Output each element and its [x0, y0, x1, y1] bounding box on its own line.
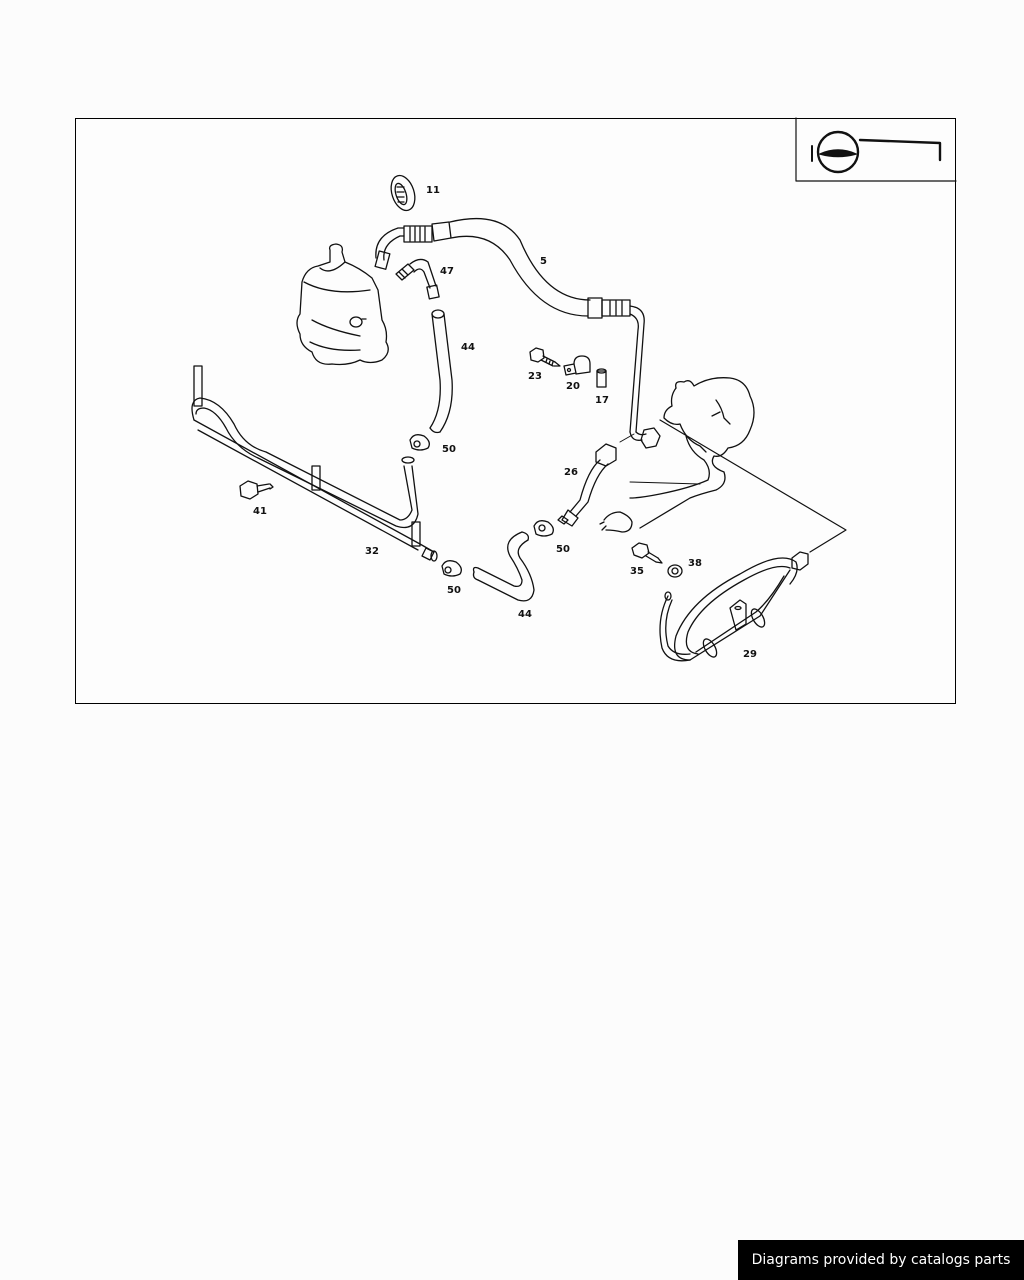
part-50-clamp-c [441, 560, 462, 577]
part-44-return-hose-upper [429, 309, 453, 434]
part-47-elbow-fitting [395, 258, 440, 300]
leader-line [659, 419, 847, 553]
part-38-washer [667, 564, 683, 578]
part-26-hose [557, 433, 635, 527]
callout-47: 47 [440, 266, 454, 277]
callout-labels: 11 5 47 44 23 20 17 50 26 41 32 50 35 38… [253, 185, 757, 660]
callout-17: 17 [595, 395, 609, 406]
part-11-bushing [390, 174, 416, 212]
part-41-screw [239, 480, 274, 500]
part-50-clamp-a [409, 434, 430, 451]
diagram-frame [75, 118, 956, 704]
part-20-clip [563, 355, 591, 376]
callout-20: 20 [566, 381, 580, 392]
callout-35: 35 [630, 566, 644, 577]
callout-32: 32 [365, 546, 379, 557]
callout-26: 26 [564, 467, 578, 478]
callout-23: 23 [528, 371, 542, 382]
callout-41: 41 [253, 506, 267, 517]
footer-credit-text: Diagrams provided by catalogs parts [751, 1252, 1011, 1268]
footer-credit-banner: Diagrams provided by catalogs parts [738, 1240, 1024, 1280]
callout-50-a: 50 [442, 444, 456, 455]
callout-11: 11 [426, 185, 440, 196]
callout-29: 29 [743, 649, 757, 660]
part-50-clamp-b [533, 520, 554, 537]
callout-50-b: 50 [556, 544, 570, 555]
part-35-screw [631, 542, 663, 564]
callout-5: 5 [540, 256, 547, 267]
part-29-cooler-loop [659, 551, 809, 662]
leader-line [629, 481, 701, 485]
callout-38: 38 [688, 558, 702, 569]
part-44-return-hose-lower [472, 531, 535, 602]
callout-44-lower: 44 [518, 609, 532, 620]
callout-50-c: 50 [447, 585, 461, 596]
part-32-return-pipe [191, 365, 438, 562]
part-17-sleeve [596, 368, 607, 388]
callout-44-upper: 44 [461, 342, 475, 353]
steering-gear [599, 377, 755, 533]
power-steering-pump [296, 243, 389, 366]
part-23-bolt [529, 347, 561, 367]
part-5-pressure-hose [374, 217, 661, 449]
steering-wheel-column-icon [795, 117, 957, 182]
